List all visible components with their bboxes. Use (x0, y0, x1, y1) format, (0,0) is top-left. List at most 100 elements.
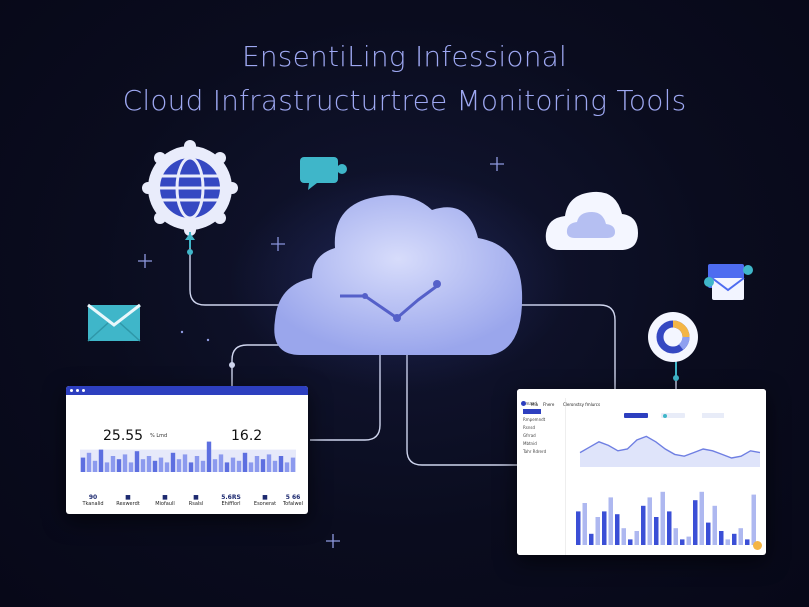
filter-button[interactable] (624, 413, 648, 418)
line-chart (579, 435, 761, 467)
cloud-outline-icon (545, 191, 638, 250)
bar (266, 454, 272, 472)
bar (188, 462, 194, 472)
bar (230, 457, 236, 472)
date-pill[interactable] (702, 413, 724, 418)
bar (176, 459, 182, 472)
kpi-label: Miofaull (155, 501, 175, 507)
kpi-label: Tofalwel (282, 501, 304, 507)
bar (647, 497, 652, 545)
title-line-2: Cloud Infrastructurtree Monitoring Tools (122, 84, 687, 117)
bar (104, 462, 110, 472)
kpi-label: Rsalsl (188, 501, 204, 507)
bar-chart-background (80, 449, 296, 472)
bar (122, 454, 128, 472)
kpi-value: 5 66 (285, 494, 301, 501)
bar (290, 457, 296, 472)
bar-chart (576, 491, 756, 545)
bar (284, 462, 290, 472)
bar (212, 459, 218, 472)
filter-pill[interactable] (661, 413, 685, 418)
kpi-value: 5.6RS (221, 494, 241, 501)
bar (242, 452, 248, 472)
bar (278, 456, 284, 472)
bar-chart (80, 441, 296, 472)
bar (615, 514, 620, 545)
bar (194, 456, 200, 472)
window-titlebar (66, 386, 308, 395)
bar (686, 536, 691, 545)
bar (699, 491, 704, 545)
globe-gear-icon (142, 140, 238, 255)
bar (595, 517, 600, 545)
bar (206, 441, 212, 472)
metric-unit-1: % Lmd (150, 433, 168, 439)
bar (706, 522, 711, 545)
bar (140, 459, 146, 472)
bar (260, 459, 266, 472)
logo-icon (521, 401, 526, 406)
bar (272, 460, 278, 472)
bar (621, 528, 626, 545)
bar (134, 451, 140, 472)
kpi-label: Tkanalid (82, 501, 104, 507)
sidebar-item[interactable]: Tahr Rdrerd (523, 449, 547, 454)
sidebar-item[interactable]: Tmand (523, 401, 537, 406)
kpi-value: ■ (125, 494, 131, 501)
bar (248, 462, 254, 472)
kpi-value: 90 (88, 494, 98, 501)
bar (224, 462, 230, 472)
sidebar-item[interactable]: Rsnsd (523, 425, 536, 430)
sidebar-item[interactable]: Rmpemndt (523, 417, 546, 422)
bar (86, 452, 92, 472)
bar (576, 511, 581, 545)
donut-chart-icon (648, 312, 698, 381)
bar (673, 528, 678, 545)
bar (110, 456, 116, 472)
bar (751, 494, 756, 545)
bar (641, 505, 646, 545)
bar (200, 460, 206, 472)
nav-item-1[interactable]: Mia (531, 402, 539, 407)
bar (236, 460, 242, 472)
title-line-1: EnsentiLing Infessional (241, 40, 568, 73)
sidebar-item[interactable] (523, 409, 541, 414)
help-icon[interactable] (753, 541, 762, 550)
bar (628, 539, 633, 545)
bar (693, 500, 698, 545)
bar (182, 454, 188, 472)
bar (589, 533, 594, 545)
bar (92, 460, 98, 472)
kpi-value: ■ (193, 494, 199, 501)
bar (152, 460, 158, 472)
bar (158, 457, 164, 472)
bar (218, 454, 224, 472)
bar (660, 491, 665, 545)
sidebar-item[interactable]: Gfrrad (523, 433, 536, 438)
metric-value-1: 25.55 (103, 428, 144, 444)
bar (128, 462, 134, 472)
line-area (580, 436, 760, 467)
bar (680, 539, 685, 545)
nav-item-2[interactable]: Fhere (543, 402, 555, 407)
kpi-item: ■Rsalsl (181, 494, 211, 507)
cloud-icon (230, 170, 570, 390)
envelope-chat-icon (704, 264, 753, 300)
kpi-value: ■ (162, 494, 168, 501)
metric-value-2: 16.2 (231, 428, 263, 444)
bar (146, 456, 152, 472)
bar (116, 459, 122, 472)
sidebar-item[interactable]: Mbtnid (523, 441, 537, 446)
bar (634, 531, 639, 545)
chat-bubble-icon (300, 157, 347, 190)
line-series (579, 435, 761, 459)
kpi-item: ■Rexwerdt (113, 494, 143, 507)
